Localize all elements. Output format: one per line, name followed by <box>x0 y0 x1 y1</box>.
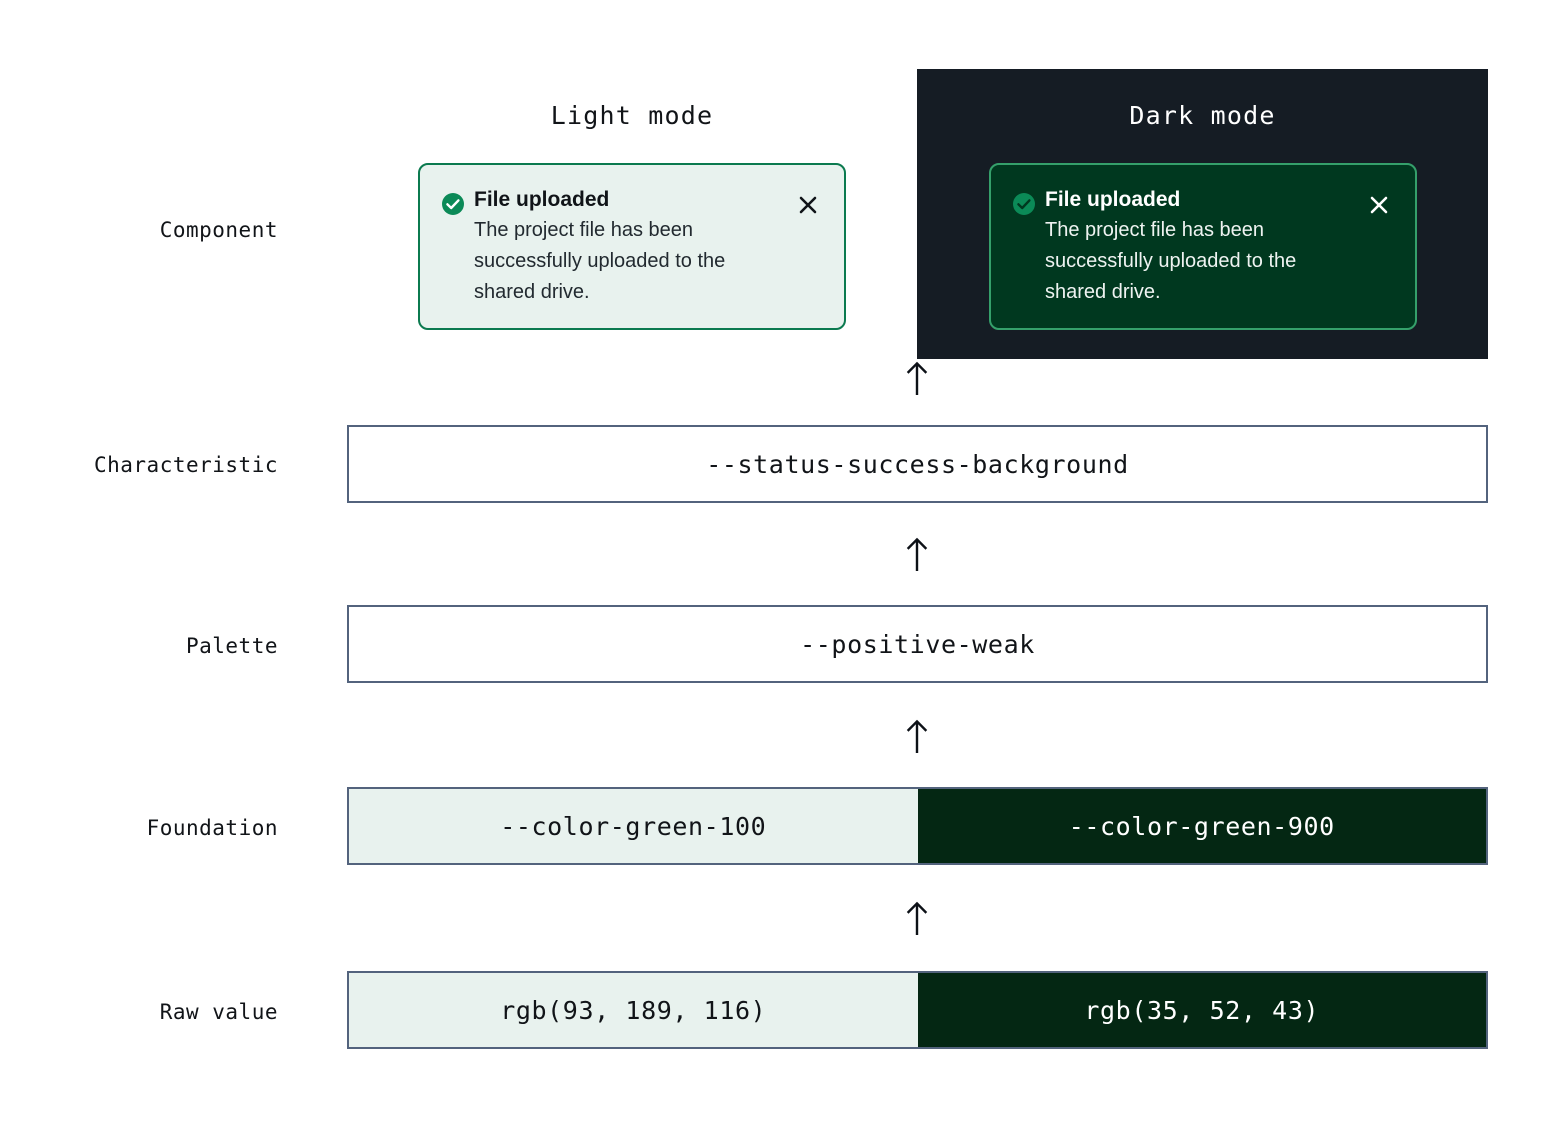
palette-token-value: --positive-weak <box>800 629 1035 659</box>
raw-value-dark: rgb(35, 52, 43) <box>917 973 1486 1047</box>
characteristic-token-bar: --status-success-background <box>347 425 1488 503</box>
characteristic-token-value: --status-success-background <box>706 449 1129 479</box>
row-label-palette: Palette <box>185 634 278 658</box>
light-mode-heading: Light mode <box>550 101 714 130</box>
palette-token-bar: --positive-weak <box>347 605 1488 683</box>
foundation-token-light: --color-green-100 <box>349 789 918 863</box>
toast-body: File uploaded The project file has been … <box>1045 185 1365 308</box>
toast-message: The project file has been successfully u… <box>1045 219 1297 303</box>
arrow-up-icon <box>903 719 931 753</box>
toast-light-mode: File uploaded The project file has been … <box>418 163 846 330</box>
toast-body: File uploaded The project file has been … <box>474 185 794 308</box>
row-label-characteristic: Characteristic <box>93 453 278 477</box>
toast-title: File uploaded <box>1045 188 1181 211</box>
close-icon[interactable] <box>794 191 822 219</box>
row-label-foundation: Foundation <box>146 816 278 840</box>
foundation-token-bar: --color-green-100 --color-green-900 <box>347 787 1488 865</box>
foundation-token-dark: --color-green-900 <box>917 789 1486 863</box>
arrow-up-icon <box>903 901 931 935</box>
arrow-up-icon <box>903 537 931 571</box>
row-label-raw-value: Raw value <box>159 1000 278 1024</box>
raw-value-bar: rgb(93, 189, 116) rgb(35, 52, 43) <box>347 971 1488 1049</box>
row-label-component: Component <box>159 218 278 242</box>
check-circle-icon <box>442 193 464 215</box>
raw-value-light: rgb(93, 189, 116) <box>349 973 918 1047</box>
toast-dark-mode: File uploaded The project file has been … <box>989 163 1417 330</box>
close-icon[interactable] <box>1365 191 1393 219</box>
check-circle-icon <box>1013 193 1035 215</box>
toast-message: The project file has been successfully u… <box>474 219 726 303</box>
dark-mode-heading: Dark mode <box>1129 101 1276 130</box>
toast-title: File uploaded <box>474 188 610 211</box>
arrow-up-icon <box>903 361 931 395</box>
